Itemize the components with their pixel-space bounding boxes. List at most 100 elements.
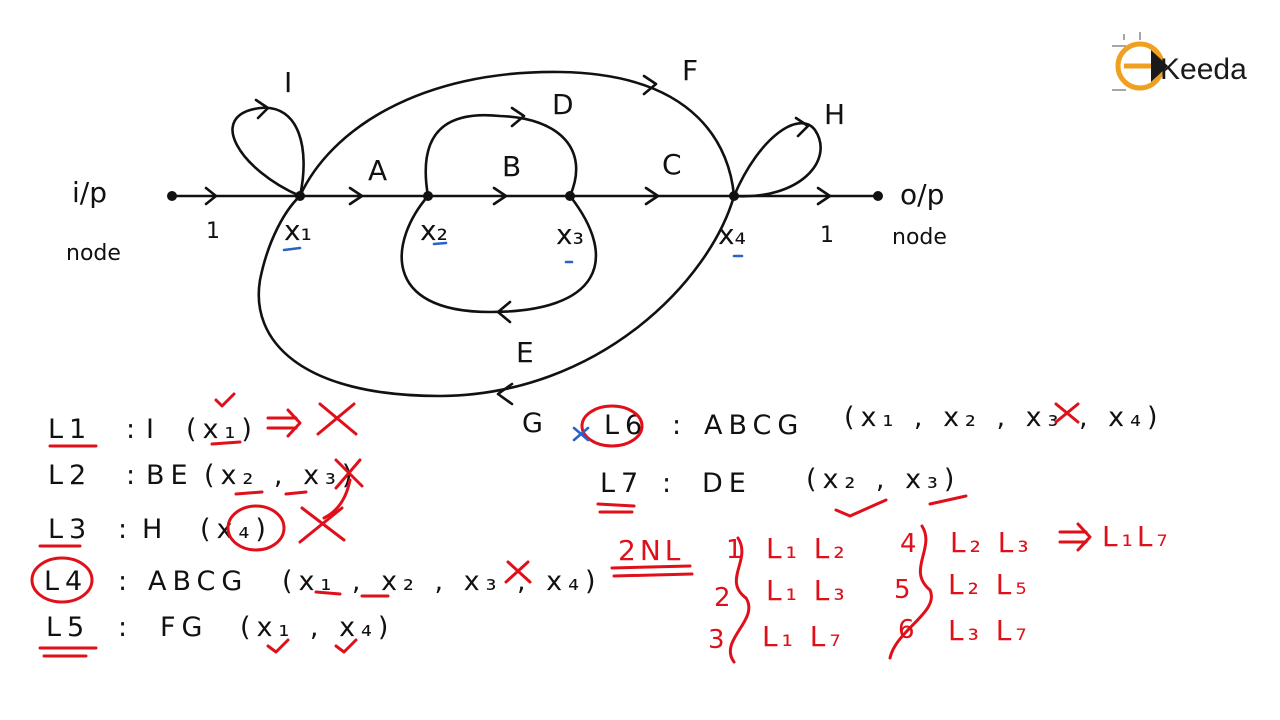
loop-nodes: (x₁) — [186, 414, 258, 445]
arrow-C — [644, 186, 660, 206]
input-node-label: node — [66, 241, 121, 266]
ekeeda-logo: Keeda — [1112, 32, 1247, 91]
branch-A-label: A — [368, 154, 387, 187]
tick-icon — [266, 638, 290, 654]
L3-x4-circle — [226, 504, 286, 552]
loop-nodes: (x₂ , x₃) — [204, 460, 358, 491]
arrow-B — [492, 186, 508, 206]
output-node — [873, 191, 883, 201]
self-loop-I — [231, 106, 305, 198]
red-annotations-left — [30, 392, 532, 658]
output-label: o/p — [900, 178, 944, 211]
loop-nodes: (x₁ , x₂ , x₃ , x₄) — [844, 402, 1164, 433]
pair-number: 4 — [900, 529, 917, 559]
signal-flow-graph: i/p node o/p node 1 1 I A D B C F H E x₁… — [66, 54, 947, 406]
arrow-gain-in — [204, 186, 218, 206]
L6-mark — [572, 426, 590, 442]
loop-path: FG — [160, 612, 208, 643]
branch-C-label: C — [662, 148, 682, 181]
pair-number: 6 — [898, 615, 915, 645]
arrow-I — [254, 98, 270, 120]
L7-x2-underline — [834, 498, 888, 518]
logo-wordmark: Keeda — [1160, 53, 1247, 86]
loop-id: L1 — [48, 414, 92, 445]
loop-separator: : — [118, 612, 133, 643]
gain-out-label: 1 — [820, 223, 834, 248]
cross-icon — [298, 506, 346, 544]
node-x4-label: x₄ — [718, 218, 746, 251]
arrow-D — [510, 106, 526, 128]
loop-id: L3 — [48, 514, 92, 545]
loop-list-right: G L6 : ABCG (x₁ , x₂ , x₃ , x₄) L7 : DE … — [522, 402, 1164, 499]
cross-icon — [504, 560, 532, 584]
implies-arrow-icon — [1058, 522, 1092, 552]
arrow-A — [348, 186, 364, 206]
pair-value: L₂ L₅ — [948, 568, 1031, 601]
non-touching-loops: 2NL 1 L₁ L₂ 2 L₁ L₃ 3 L₁ L₇ 4 L₂ L₃ 5 L₂… — [610, 520, 1172, 664]
branch-I-label: I — [284, 66, 292, 99]
L6-circle — [580, 404, 644, 448]
loop-nodes: (x₁ , x₂ , x₃ , x₄) — [282, 566, 602, 597]
implies-arrow-1 — [266, 408, 302, 438]
L4-x1-underline — [314, 590, 342, 596]
red-annotations-right — [572, 402, 1080, 518]
loop-list-left: L1 : I (x₁) L2 : BE (x₂ , x₃) L3 : H (x₄… — [44, 414, 602, 643]
pair-number: 5 — [894, 575, 911, 605]
arrow-G — [496, 382, 514, 406]
node-x1-label: x₁ — [284, 214, 312, 247]
self-loop-H — [732, 121, 822, 198]
loop-path: ABCG — [148, 566, 248, 597]
L4-circle — [30, 556, 94, 604]
node-x3-label: x₃ — [556, 218, 584, 251]
L2-x2-underline — [234, 490, 264, 496]
branch-F-label: F — [682, 54, 698, 87]
cross-icon — [1054, 402, 1080, 424]
pair-value: L₃ L₇ — [948, 614, 1031, 647]
loop-id: L4 — [44, 566, 88, 597]
loop-id: L5 — [46, 612, 90, 643]
arrow-gain-out — [816, 186, 832, 206]
x2-underline — [432, 241, 448, 246]
loop-path: H — [142, 514, 168, 545]
pair-number: 3 — [708, 625, 725, 655]
L2-curve-arrow — [322, 478, 352, 520]
L7-underline — [596, 502, 636, 514]
branch-B-label: B — [502, 150, 521, 183]
feedback-E — [400, 194, 598, 314]
feedback-G — [257, 194, 736, 398]
arrow-F — [642, 74, 658, 96]
arrow-H — [794, 116, 810, 138]
pair-value: L₁ L₇ — [762, 620, 845, 653]
loop-path: BE — [146, 460, 194, 491]
pair-number: 2 — [714, 583, 731, 613]
heading-underline — [610, 564, 694, 578]
branch-D-label: D — [552, 88, 574, 121]
loop-path: ABCG — [704, 410, 804, 441]
arrow-E — [496, 300, 512, 324]
loop-separator: : — [118, 514, 133, 545]
brace-right — [888, 524, 933, 660]
input-label: i/p — [72, 176, 107, 209]
input-node — [167, 191, 177, 201]
branch-E-label: E — [516, 336, 534, 369]
pair-value: L₂ L₃ — [950, 526, 1033, 559]
loop-separator: : — [662, 468, 677, 499]
L1-tick — [214, 392, 236, 408]
gain-in-label: 1 — [206, 219, 220, 244]
branch-H-label: H — [824, 98, 845, 131]
loop-prefix: G — [522, 408, 549, 439]
loop-path: DE — [702, 468, 752, 499]
output-node-label: node — [892, 225, 947, 250]
two-nl-heading: 2NL — [618, 534, 684, 567]
loop-path: I — [146, 414, 160, 445]
pair-number: 1 — [726, 535, 743, 565]
L7-x3-underline — [928, 494, 968, 506]
loop-D — [424, 113, 578, 198]
loop-nodes: (x₂ , x₃) — [806, 464, 960, 495]
tick-icon — [334, 638, 358, 654]
implies-result: L₁L₇ — [1102, 520, 1172, 553]
pair-value: L₁ L₃ — [766, 574, 849, 607]
pair-value: L₁ L₂ — [766, 532, 849, 565]
loop-nodes: (x₁ , x₄) — [240, 612, 394, 643]
